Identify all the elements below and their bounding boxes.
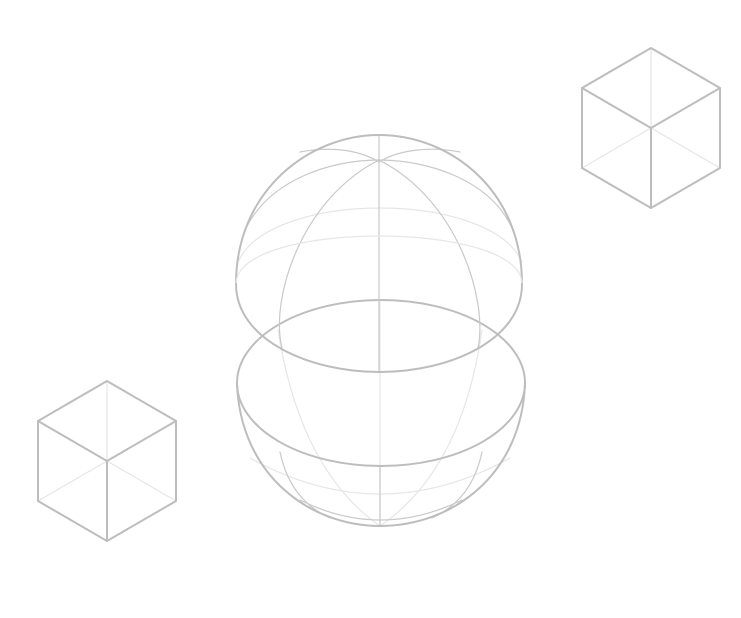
- cube-top-right-hidden-edge: [650, 127, 721, 169]
- hemisphere-upper-hidden-latitude: [237, 207, 523, 263]
- cube-top-right: [581, 47, 721, 209]
- hemisphere-lower-meridian: [279, 451, 331, 519]
- hemisphere-lower: [236, 299, 526, 527]
- hemisphere-upper-meridian: [378, 159, 481, 349]
- hemisphere-lower-rim: [236, 299, 526, 467]
- hemisphere-upper-rim-back: [235, 235, 523, 285]
- hemisphere-lower-hidden-meridian: [277, 329, 381, 527]
- cube-bottom-left: [37, 380, 177, 542]
- cube-bottom-left-hidden-edge: [106, 460, 177, 502]
- hemisphere-lower-hidden-meridian: [379, 329, 483, 527]
- hemisphere-upper-meridian: [278, 159, 380, 349]
- hemisphere-upper-latitude: [299, 148, 461, 163]
- hemisphere-lower-bowl-outline: [236, 382, 526, 527]
- cube-top-right-hidden-edge: [581, 127, 652, 169]
- hemisphere-upper-latitude: [245, 159, 513, 229]
- cube-bottom-left-hidden-edge: [37, 460, 108, 502]
- hemisphere-upper-dome-outline: [235, 134, 523, 285]
- hemisphere-upper: [235, 134, 523, 373]
- hemisphere-lower-latitude: [299, 499, 463, 521]
- hemisphere-upper-rim-front: [235, 283, 523, 373]
